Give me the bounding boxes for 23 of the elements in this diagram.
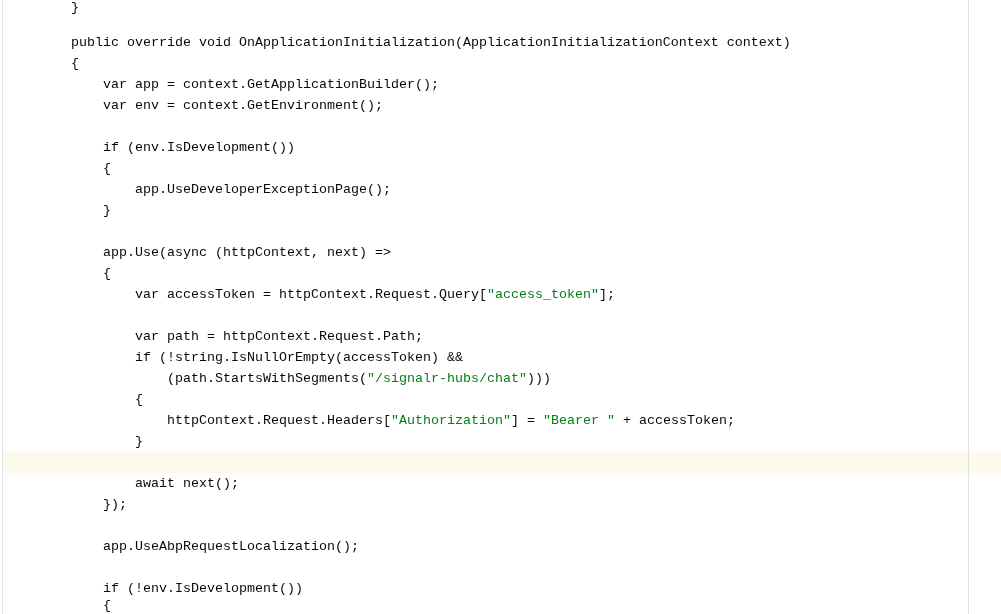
code-line: var accessToken = httpContext.Request.Query["access_token"]; [135,286,615,304]
code-line: var path = httpContext.Request.Path; [135,328,423,346]
code-line: } [103,202,111,220]
code-line: { [135,391,143,409]
code-line: if (env.IsDevelopment()) [103,139,295,157]
code-line: app.UseDeveloperExceptionPage(); [135,181,391,199]
code-line: public override void OnApplicationInitialization(ApplicationInitializationContext context) [71,34,791,52]
code-line: } [71,0,79,16]
code-line: app.UseAbpRequestLocalization(); [103,538,359,556]
code-line: { [103,598,111,614]
code-line: var env = context.GetEnvironment(); [103,97,383,115]
code-line: }); [103,496,127,514]
code-line: if (!env.IsDevelopment()) [103,580,303,598]
code-line: { [103,160,111,178]
code-line: app.Use(async (httpContext, next) => [103,244,391,262]
code-line: httpContext.Request.Headers["Authorization"] = "Bearer " + accessToken; [167,412,735,430]
code-line: if (!string.IsNullOrEmpty(accessToken) && [135,349,463,367]
code-line: var app = context.GetApplicationBuilder(); [103,76,439,94]
code-line: { [103,265,111,283]
code-line: (path.StartsWithSegments("/signalr-hubs/chat"))) [167,370,551,388]
code-line: await next(); [135,475,239,493]
code-line: } [135,433,143,451]
code-line: { [71,55,79,73]
